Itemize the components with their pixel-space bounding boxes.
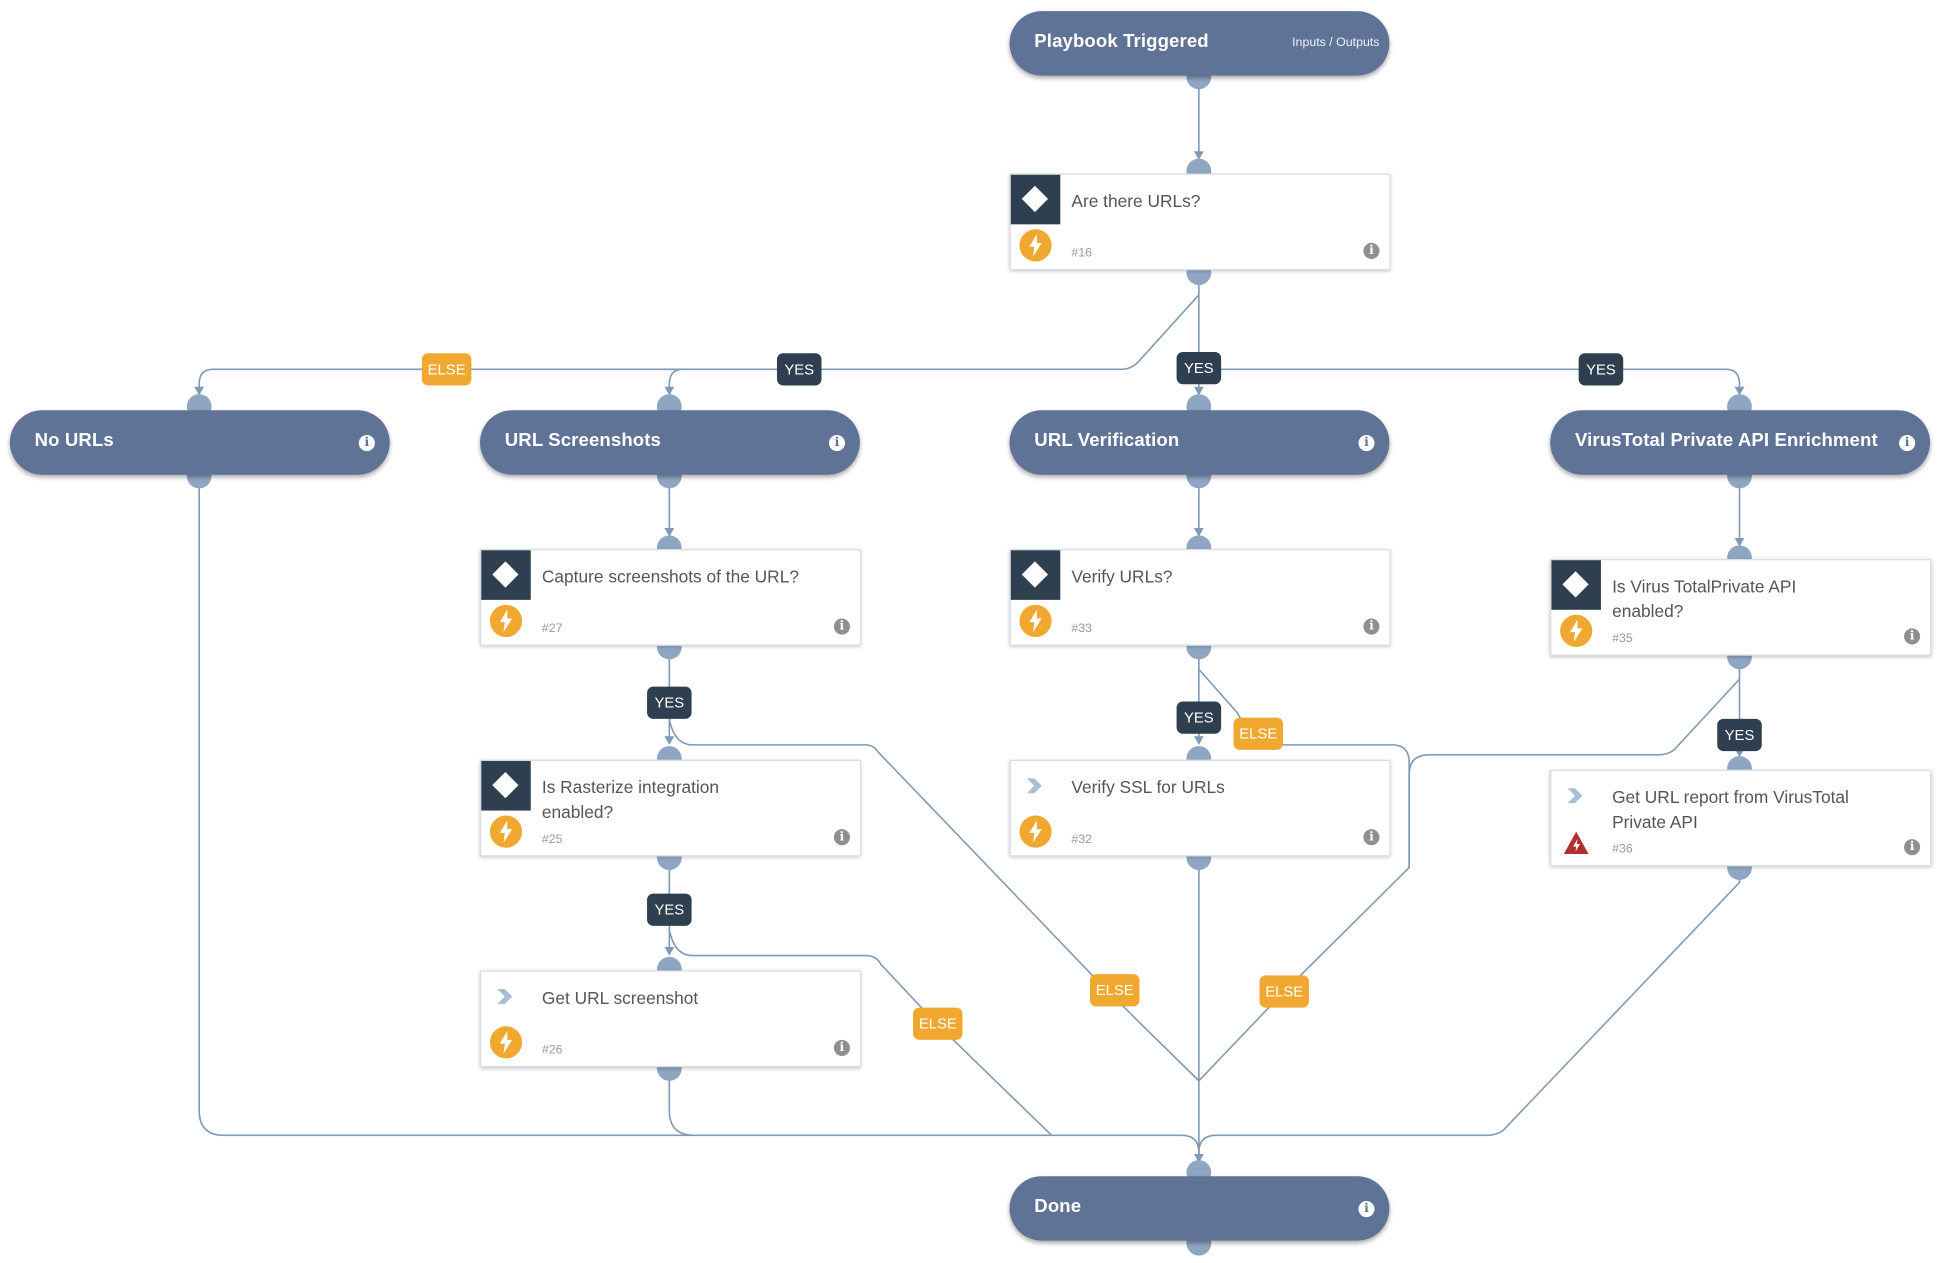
task-id: #16 <box>1071 246 1093 261</box>
info-icon[interactable]: i <box>828 435 846 452</box>
edge-label-else: ELSE <box>1233 717 1283 750</box>
trigger-title: Playbook Triggered <box>1034 30 1209 53</box>
done-title: Done <box>1034 1196 1082 1218</box>
task-capture-screenshots[interactable]: Capture screenshots of the URL? #27 i <box>480 549 862 646</box>
edge-t27-done <box>668 718 1200 1082</box>
task-title: Verify SSL for URLs <box>1071 777 1225 797</box>
task-title: Verify URLs? <box>1071 566 1173 587</box>
task-get-virustotal-report[interactable]: Get URL report from VirusTotal Private A… <box>1550 769 1932 867</box>
info-icon[interactable]: i <box>1358 435 1375 452</box>
playbook-triggered-node[interactable]: Playbook Triggered Inputs / Outputs <box>1009 11 1390 76</box>
task-id: #35 <box>1612 632 1633 646</box>
info-icon[interactable]: i <box>833 618 850 635</box>
section-virustotal[interactable]: VirusTotal Private API Enrichment i <box>1550 410 1931 475</box>
playbook-step-chevron-icon <box>1567 788 1583 804</box>
section-url-verification[interactable]: URL Verification i <box>1009 410 1390 475</box>
automation-bolt-icon <box>489 1026 523 1059</box>
automation-bolt-icon <box>1019 604 1052 638</box>
automation-bolt-icon <box>1019 229 1052 262</box>
task-title: Get URL screenshot <box>541 987 699 1008</box>
info-icon[interactable]: i <box>1363 829 1380 846</box>
edge-label-yes: YES <box>647 686 692 719</box>
automation-bolt-icon <box>489 815 523 848</box>
task-id: #26 <box>541 1043 563 1058</box>
task-id: #27 <box>541 622 563 636</box>
playbook-step-chevron-icon <box>1026 778 1042 794</box>
section-no-urls[interactable]: No URLs i <box>9 410 390 475</box>
task-title: Is Virus TotalPrivate API enabled? <box>1612 576 1797 621</box>
playbook-step-chevron-icon <box>497 989 513 1004</box>
section-url-screenshots[interactable]: URL Screenshots i <box>480 410 860 475</box>
edge-t35-done <box>1408 678 1741 868</box>
edge-t33-done <box>1198 668 1410 1082</box>
task-title: Are there URLs? <box>1071 190 1201 211</box>
done-node[interactable]: Done i <box>1009 1176 1390 1241</box>
edge-label-yes: YES <box>1176 351 1222 385</box>
automation-bolt-icon <box>1560 614 1593 647</box>
edge-t16-no-urls <box>194 272 1200 396</box>
condition-icon <box>481 760 531 811</box>
edge-t36-done <box>1198 865 1741 1153</box>
condition-icon <box>481 550 531 600</box>
task-title: Capture screenshots of the URL? <box>541 566 799 587</box>
edge-label-yes: YES <box>647 893 692 926</box>
info-icon[interactable]: i <box>833 829 850 846</box>
edge-no-urls-done <box>198 475 693 1137</box>
edge-t16-virustotal <box>1198 368 1745 396</box>
edge-t25-done <box>668 929 1053 1136</box>
task-get-url-screenshot[interactable]: Get URL screenshot #26 i <box>480 970 862 1068</box>
info-icon[interactable]: i <box>1363 618 1380 635</box>
section-title: URL Screenshots <box>504 430 661 452</box>
edge-label-yes: YES <box>1176 701 1222 734</box>
task-id: #36 <box>1612 842 1633 857</box>
automation-bolt-icon <box>1019 815 1052 848</box>
edge-t16-url-screenshots <box>664 368 683 396</box>
edge-label-yes: YES <box>1578 353 1624 386</box>
info-icon[interactable]: i <box>1904 628 1921 645</box>
task-title: Get URL report from VirusTotal Private A… <box>1612 787 1849 832</box>
section-title: URL Verification <box>1034 430 1180 452</box>
task-verify-urls[interactable]: Verify URLs? #33 i <box>1009 549 1391 646</box>
edge-label-yes: YES <box>776 353 822 386</box>
info-icon[interactable]: i <box>1904 839 1921 856</box>
info-icon[interactable]: i <box>1358 1200 1375 1218</box>
edge-label-else: ELSE <box>1259 975 1309 1008</box>
info-icon[interactable]: i <box>1363 242 1380 260</box>
edge-t26-done <box>668 1068 1204 1163</box>
task-title: Is Rasterize integration enabled? <box>541 777 720 822</box>
inputs-outputs-link[interactable]: Inputs / Outputs <box>1292 35 1380 50</box>
section-title: No URLs <box>34 430 114 452</box>
task-id: #32 <box>1071 832 1093 847</box>
edge-label-else: ELSE <box>421 353 472 386</box>
edge-label-else: ELSE <box>1089 974 1140 1007</box>
task-is-virustotal-enabled[interactable]: Is Virus TotalPrivate API enabled? #35 i <box>1550 558 1932 656</box>
task-id: #25 <box>541 832 563 847</box>
condition-icon <box>1010 174 1061 225</box>
task-are-there-urls[interactable]: Are there URLs? #16 i <box>1009 173 1391 271</box>
error-bolt-icon <box>1563 831 1589 854</box>
condition-icon <box>1551 560 1601 610</box>
task-is-rasterize-enabled[interactable]: Is Rasterize integration enabled? #25 i <box>480 759 862 857</box>
automation-bolt-icon <box>489 604 523 638</box>
edge-label-else: ELSE <box>913 1007 963 1040</box>
info-icon[interactable]: i <box>833 1039 850 1056</box>
condition-icon <box>1010 550 1061 600</box>
task-id: #33 <box>1071 622 1093 636</box>
task-verify-ssl[interactable]: Verify SSL for URLs #32 i <box>1009 759 1391 857</box>
info-icon[interactable]: i <box>358 435 375 452</box>
section-title: VirusTotal Private API Enrichment <box>1574 430 1878 452</box>
edge-label-yes: YES <box>1717 718 1762 752</box>
info-icon[interactable]: i <box>1899 435 1916 452</box>
